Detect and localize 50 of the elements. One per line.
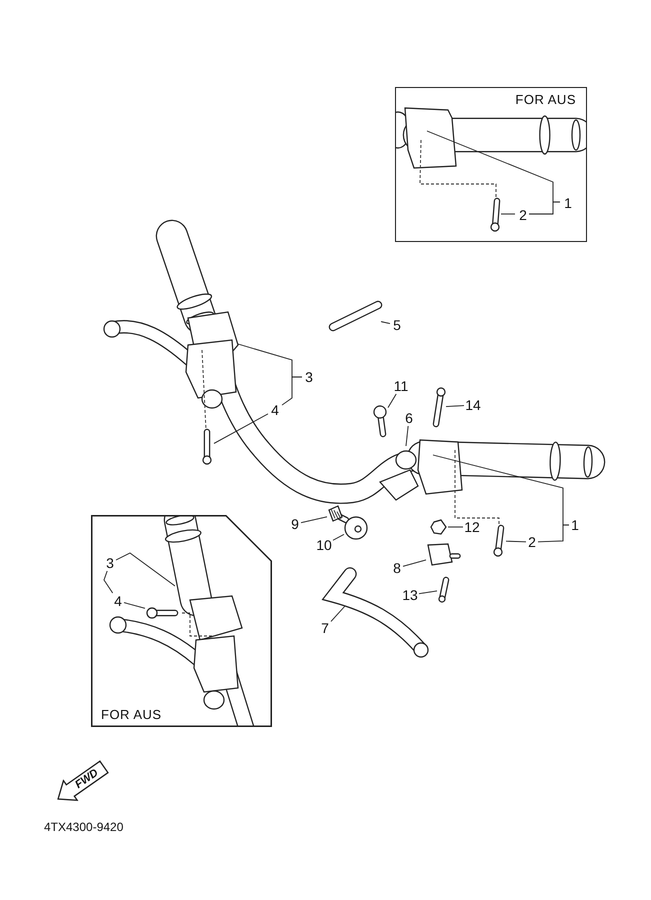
leader-line: [506, 540, 526, 542]
leader-line: [104, 570, 114, 594]
callout-number: 9: [289, 516, 301, 532]
inset-panel: [91, 515, 272, 727]
bolt-drawing: [432, 386, 446, 428]
leader-line: [402, 560, 426, 567]
callout-number: 14: [464, 397, 482, 413]
callout-number: 2: [526, 534, 538, 550]
callout-number: 5: [390, 317, 404, 333]
callout-number: 3: [104, 555, 116, 571]
callout-number: 1: [561, 195, 575, 211]
leader-line: [116, 552, 176, 586]
screw-drawing: [145, 606, 180, 620]
leader-line: [388, 394, 397, 408]
callout-number: 4: [268, 402, 282, 418]
bolt-drawing: [372, 404, 388, 438]
leader-line: [448, 526, 464, 528]
leader-line: [418, 590, 438, 594]
callout-number: 13: [401, 587, 419, 603]
callout-number: 1: [569, 517, 581, 533]
leader-line: [332, 534, 344, 541]
leader-line: [380, 321, 390, 324]
screw-drawing: [437, 576, 450, 604]
leader-line: [538, 524, 570, 542]
leader-line: [330, 606, 346, 622]
inset-title: FOR AUS: [101, 707, 162, 722]
nut-drawing: [429, 518, 448, 536]
leader-line: [124, 602, 146, 609]
leader-line: [446, 405, 464, 408]
screw-drawing: [493, 524, 506, 558]
inset-title: FOR AUS: [515, 92, 576, 107]
callout-number: 10: [315, 537, 333, 553]
callout-number: 2: [516, 207, 530, 223]
leader-line: [214, 413, 268, 444]
leader-line: [300, 516, 328, 524]
switch-drawing: [426, 542, 462, 568]
screw-drawing: [489, 197, 502, 233]
screw-drawing: [201, 428, 214, 466]
callout-number: 6: [403, 410, 415, 426]
strap-drawing: [328, 300, 381, 332]
washer-drawing: [344, 516, 368, 540]
callout-number: 11: [392, 378, 410, 394]
callout-number: 8: [391, 560, 403, 576]
callout-number: 12: [463, 519, 481, 535]
inset-panel: [395, 87, 587, 242]
callout-number: 3: [302, 369, 316, 385]
leader-line: [406, 426, 409, 446]
part-number-code: 4TX4300-9420: [44, 820, 124, 834]
callout-number: 4: [112, 593, 124, 609]
callout-number: 7: [319, 620, 331, 636]
